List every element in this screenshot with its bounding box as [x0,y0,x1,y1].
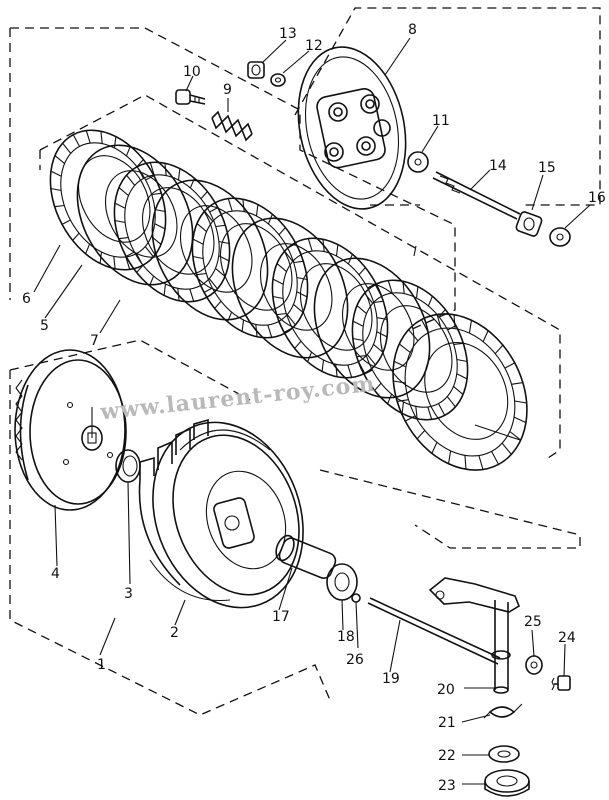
ball-26 [351,593,361,603]
pressure-plate [297,46,407,210]
label-part-16: 16 [588,190,606,206]
label-part-4: 4 [51,566,60,582]
label-part-3: 3 [124,586,133,602]
label-part-7: 7 [90,333,99,349]
friction-plate [271,237,389,379]
label-part-23: 23 [438,778,456,794]
label-part-24: 24 [558,630,576,646]
washer-25 [525,655,543,675]
outline-plate-stack [39,94,561,461]
outline-top-left [10,27,456,331]
label-part-2: 2 [170,625,179,641]
friction-plate [113,161,231,303]
clutch-plate-stack [49,129,528,471]
label-part-6: 6 [22,291,31,307]
part-labels: 1 2 3 4 5 6 7 8 9 10 11 12 13 14 15 16 1… [22,22,606,794]
outline-lower [9,339,251,401]
label-part-5: 5 [40,318,49,334]
push-rod-19 [367,597,501,665]
friction-plate [49,129,167,271]
label-part-21: 21 [438,715,456,731]
label-part-1: 1 [97,657,106,673]
label-part-17: 17 [272,609,290,625]
push-lever-20 [428,577,520,694]
label-part-11: 11 [432,113,450,129]
label-part-14: 14 [489,158,507,174]
label-part-10: 10 [183,64,201,80]
label-part-18: 18 [337,629,355,645]
oil-seal-18 [326,563,358,601]
friction-plate [351,279,469,421]
washer-11 [407,151,429,173]
watermark-text: www.laurent-roy.com [98,371,376,426]
label-part-26: 26 [346,652,364,668]
label-part-12: 12 [305,38,323,54]
outline-pressure-plate [294,7,601,206]
clutch-housing [138,418,304,609]
oil-seal-23 [484,769,530,797]
nut-15 [515,211,543,237]
washer-22 [488,745,520,763]
spring-21 [483,703,523,719]
clutch-boss [14,349,127,511]
label-part-9: 9 [223,82,232,98]
label-part-19: 19 [382,671,400,687]
washer-16 [549,227,571,247]
basket-plate [392,313,528,471]
screw-24 [551,675,571,691]
leader-lines [33,37,591,785]
outline-lower-right [319,469,581,549]
bolt-10 [175,89,206,105]
group-outlines [9,7,601,716]
label-part-8: 8 [408,22,417,38]
steel-plate [76,144,194,286]
steel-plate [151,179,269,321]
outline-lower-bottom [9,370,331,716]
label-part-13: 13 [279,26,297,42]
nut-13 [247,61,265,79]
label-part-15: 15 [538,160,556,176]
label-part-22: 22 [438,748,456,764]
spring-9 [211,110,253,142]
label-part-25: 25 [524,614,542,630]
stack-leader-line [474,424,521,441]
push-rod-14 [432,171,521,220]
washer-12 [270,73,286,87]
label-part-20: 20 [437,682,455,698]
